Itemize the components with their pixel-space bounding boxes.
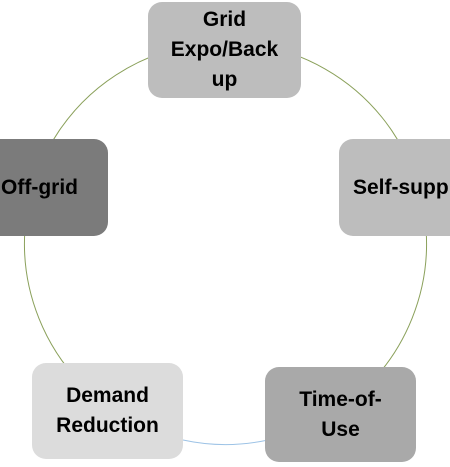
- node-time-of-use: Time-of- Use: [265, 367, 416, 462]
- ring-arc-bottom: [182, 439, 269, 446]
- node-demand-reduction: Demand Reduction: [32, 363, 183, 459]
- node-self-supply-label: Self-supp: [353, 175, 449, 199]
- node-grid-export-backup-label: Grid Expo/Back up: [170, 8, 279, 91]
- node-off-grid-label: Off-grid: [1, 175, 78, 199]
- node-off-grid: Off-grid: [0, 139, 108, 236]
- node-demand-reduction-label: Demand Reduction: [56, 384, 159, 437]
- node-grid-export-backup: Grid Expo/Back up: [148, 2, 301, 98]
- node-time-of-use-label: Time-of- Use: [299, 387, 382, 441]
- node-self-supply: Self-supp: [339, 139, 450, 236]
